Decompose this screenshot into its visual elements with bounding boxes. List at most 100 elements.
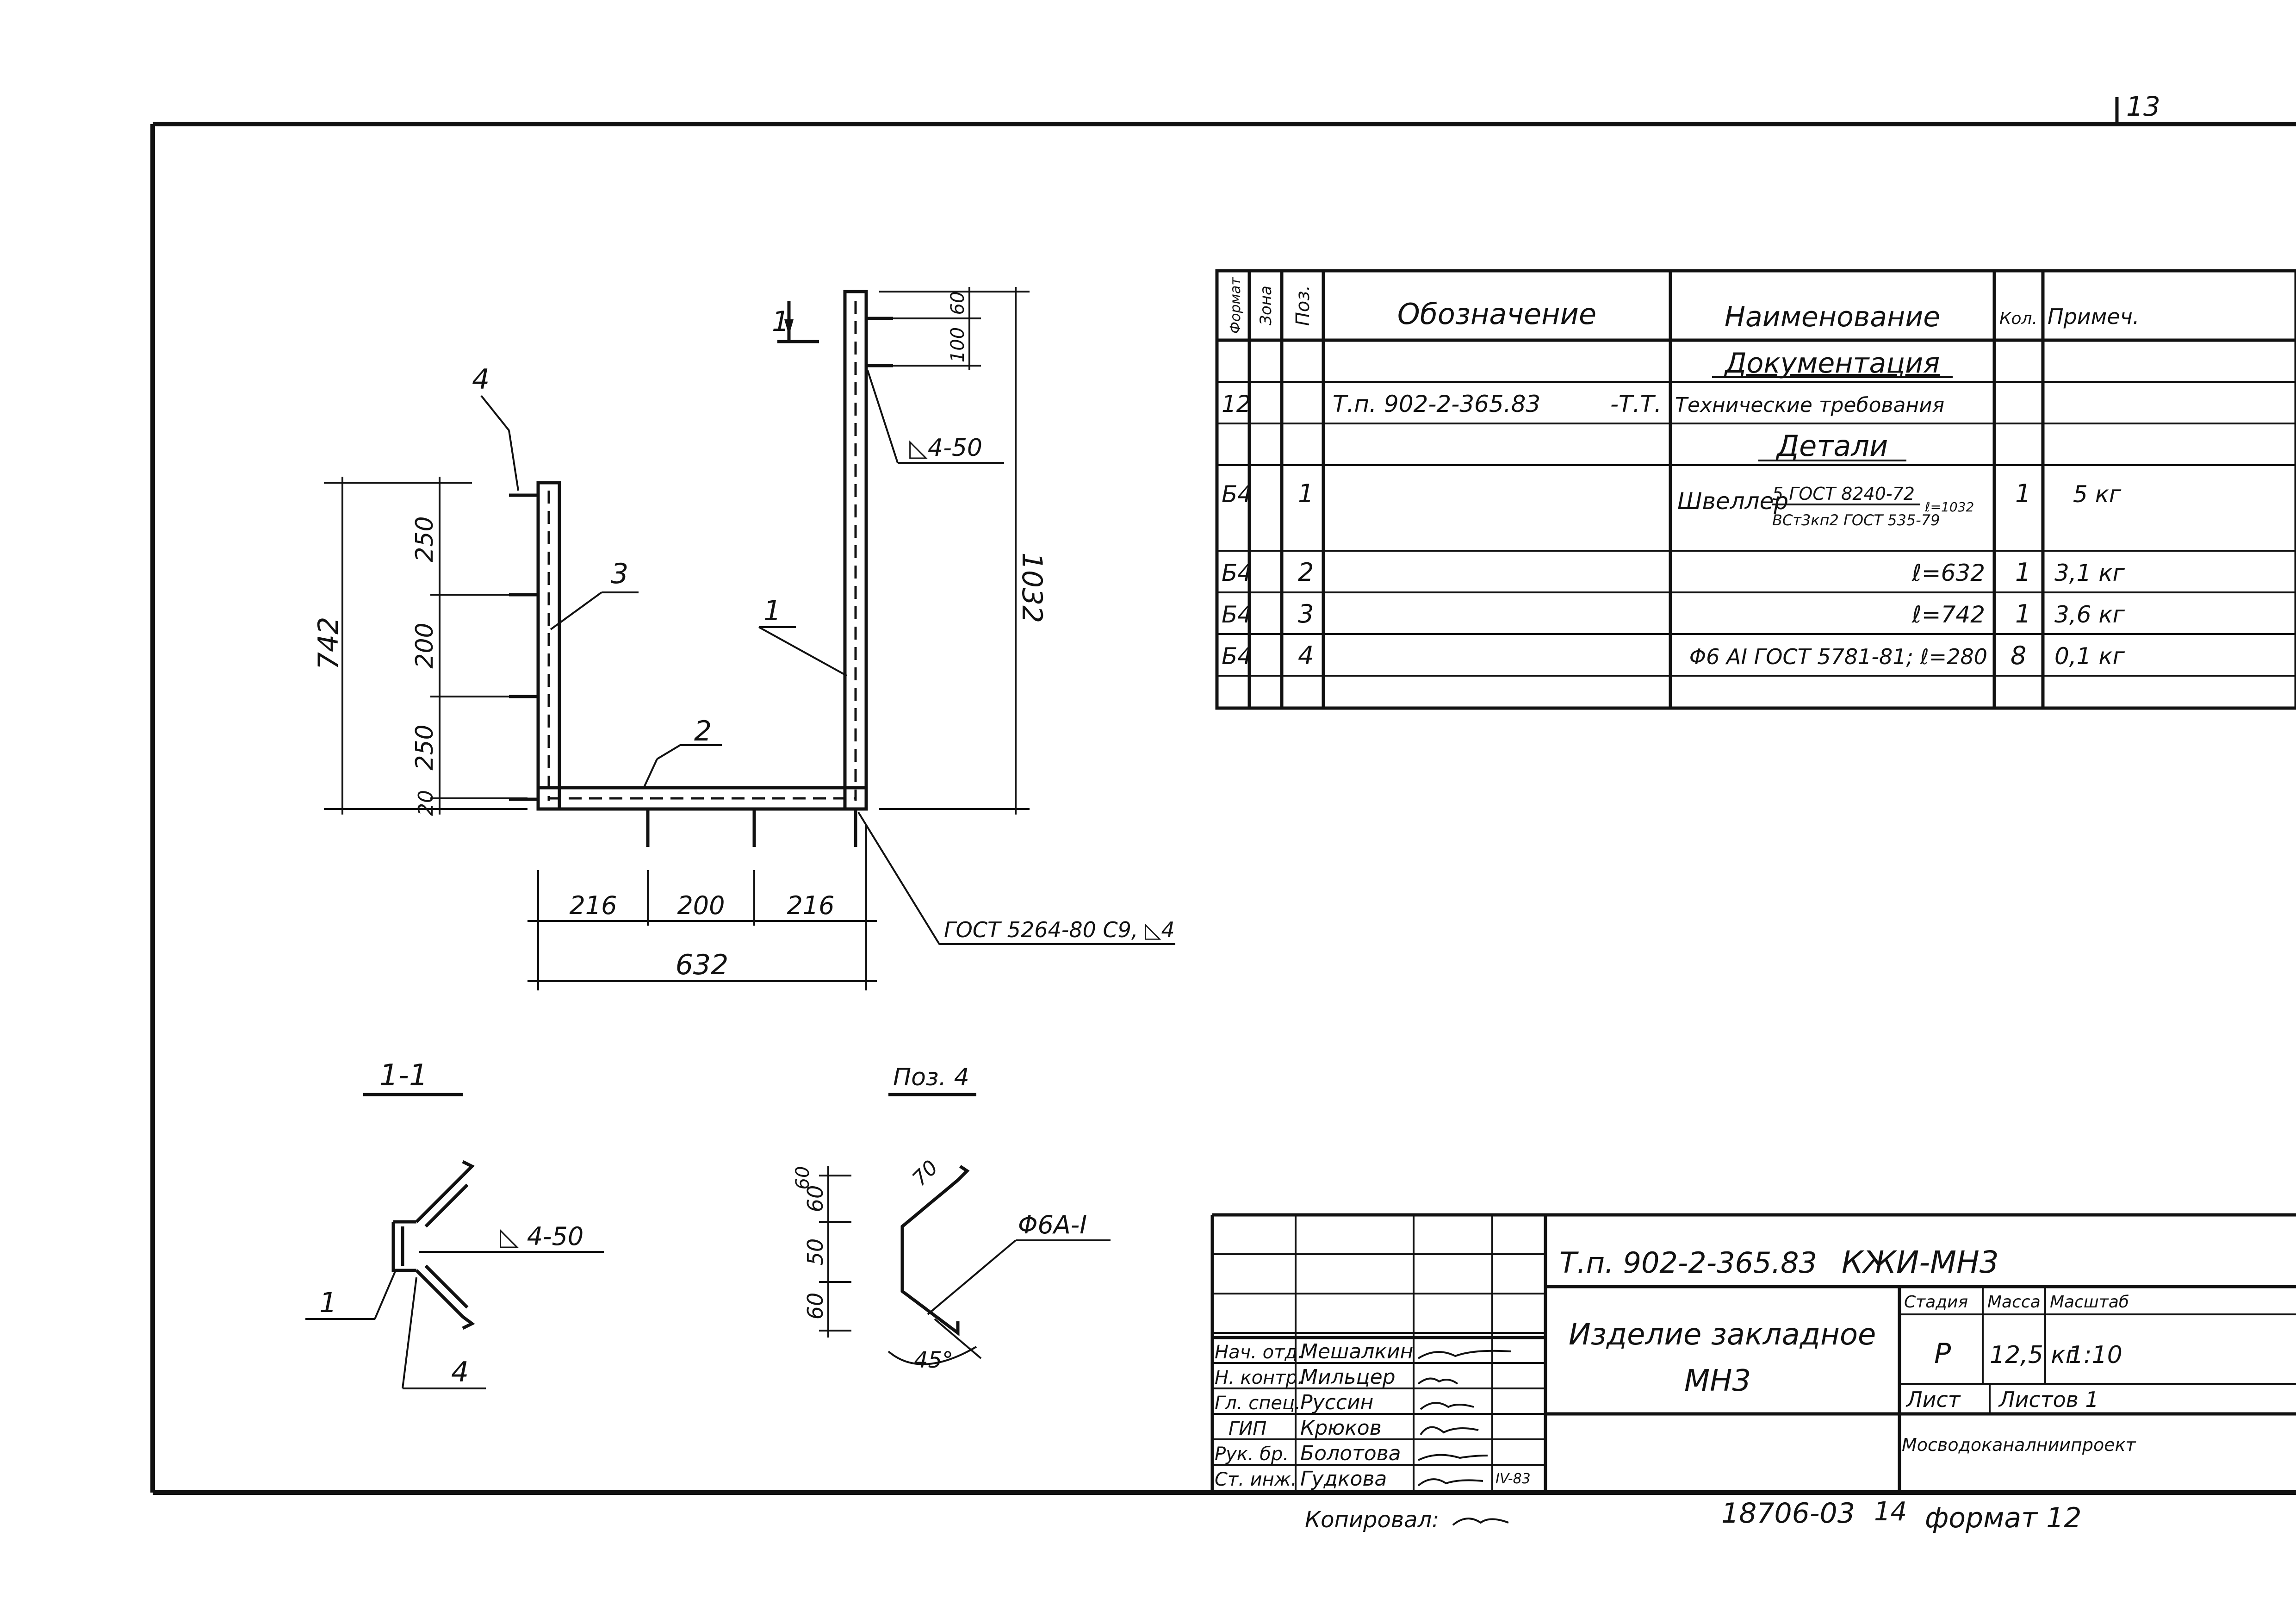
name-1: Мешалкин — [1300, 1340, 1413, 1363]
pos-2-label: 2 — [694, 715, 712, 747]
spec-row-5-qty: 8 — [2011, 641, 2026, 670]
role-6: Ст. инж. — [1215, 1469, 1297, 1490]
dim-1032: 1032 — [1016, 553, 1048, 623]
spec-row-1-format: 12 — [1222, 391, 1251, 417]
pos-3-label: 3 — [611, 558, 628, 590]
poz4-title: Поз. 4 — [893, 1064, 969, 1091]
dim-100: 100 — [947, 327, 968, 362]
spec-row-3-qty: 1 — [2015, 558, 2031, 587]
poz4-angle: 45° — [914, 1347, 953, 1373]
spec-row-1-suffix: -Т.Т. — [1610, 391, 1662, 417]
spec-row-4-note: 3,6 кг — [2054, 601, 2125, 628]
spec-table: Формат Зона Поз. Обозначение Наименовани… — [1215, 269, 2296, 710]
mass-header: Масса — [1987, 1293, 2041, 1312]
sheet-number: 13 — [2126, 91, 2160, 122]
spec-row-1-designation: Т.п. 902-2-365.83 — [1333, 391, 1540, 417]
dim-200b: 200 — [677, 891, 725, 920]
title-name-2: МН3 — [1684, 1364, 1751, 1398]
spec-row-4-format: Б4 — [1222, 601, 1252, 628]
spec-row-3-format: Б4 — [1222, 560, 1252, 586]
spec-row-2-name-sub: ВСт3кп2 ГОСТ 535-79 — [1772, 511, 1940, 529]
section-pos1-label: 1 — [319, 1287, 337, 1319]
spec-row-3-pos: 2 — [1298, 558, 1314, 587]
pos-4-label: 4 — [472, 363, 490, 396]
spec-row-4-qty: 1 — [2015, 599, 2031, 628]
title-code: Т.п. 902-2-365.83 — [1559, 1246, 1817, 1280]
section-weld-label: ◺ 4-50 — [500, 1222, 583, 1251]
poz4-dim70: 70 — [908, 1156, 943, 1191]
name-4: Крюков — [1300, 1416, 1382, 1440]
spec-header-pos: Поз. — [1292, 285, 1314, 326]
title-name-1: Изделие закладное — [1569, 1318, 1876, 1352]
scale-header: Масштаб — [2050, 1293, 2129, 1312]
name-5: Болотова — [1300, 1442, 1401, 1465]
pos-1-label: 1 — [763, 595, 781, 627]
spec-row-4-name: ℓ=742 — [1911, 601, 1985, 628]
poz4-detail: Поз. 4 60 50 60 60 70 Φ6А-I 45° — [792, 1064, 1111, 1373]
spec-row-2-note: 5 кг — [2073, 481, 2122, 508]
spec-row-2-format: Б4 — [1222, 481, 1252, 508]
stage-value: Р — [1934, 1338, 1951, 1370]
spec-header-designation: Обозначение — [1397, 297, 1596, 331]
poz4-dim2: 50 — [803, 1238, 828, 1266]
dim-60: 60 — [947, 292, 968, 315]
section-1-1: 1-1 ◺ 4-50 1 4 — [305, 1058, 604, 1389]
name-2: Мильцер — [1300, 1365, 1396, 1389]
spec-row-2-name: Швеллер — [1677, 488, 1788, 515]
name-6: Гудкова — [1300, 1467, 1387, 1491]
copied-signature — [1452, 1518, 1509, 1526]
spec-row-5-name: Φ6 АI ГОСТ 5781-81; ℓ=280 — [1689, 644, 1987, 669]
weld-top-label: ◺4-50 — [909, 434, 982, 462]
sheet-frame — [150, 97, 2296, 1495]
footer-copied: Копировал: — [1305, 1507, 1439, 1533]
spec-header-qty: Кол. — [1999, 309, 2037, 328]
scale-value: 1:10 — [2068, 1341, 2122, 1369]
dim-216b: 216 — [787, 891, 834, 920]
spec-row-3-note: 3,1 кг — [2054, 560, 2125, 586]
weld-corner-label: ГОСТ 5264-80 С9, ◺4 — [944, 917, 1175, 942]
role-3: Гл. спец. — [1215, 1393, 1301, 1414]
spec-section-details: Детали — [1775, 429, 1888, 463]
mass-value: 12,5 кг — [1990, 1341, 2079, 1369]
role-4: ГИП — [1229, 1418, 1266, 1439]
poz4-dim1: 60 — [803, 1185, 828, 1213]
spec-header-format: Формат — [1228, 277, 1244, 334]
section-mark: 1 — [772, 305, 789, 338]
role-2: Н. контр. — [1215, 1367, 1303, 1388]
dim-742: 742 — [312, 617, 345, 670]
footer-format: формат 12 — [1925, 1502, 2082, 1534]
role-5: Рук. бр. — [1215, 1444, 1289, 1465]
spec-header-name: Наименование — [1725, 301, 1940, 333]
spec-row-2-name-sup: 5 ГОСТ 8240-72 — [1772, 484, 1915, 504]
spec-row-2-qty: 1 — [2015, 479, 2031, 508]
dim-216a: 216 — [569, 891, 617, 920]
dim-250b: 250 — [411, 724, 439, 770]
organization: Мосводоканалниипроект — [1902, 1435, 2137, 1455]
dim-250a: 250 — [411, 516, 439, 562]
section-pos4-label: 4 — [451, 1356, 469, 1388]
title-code2: КЖИ-МН3 — [1842, 1244, 1999, 1280]
spec-row-5-pos: 4 — [1298, 641, 1314, 670]
spec-row-5-format: Б4 — [1222, 643, 1252, 670]
dim-200: 200 — [411, 622, 439, 668]
footer-sheet: 14 — [1874, 1497, 1907, 1527]
spec-section-docs: Документация — [1724, 347, 1940, 380]
poz4-dim3: 60 — [803, 1293, 828, 1320]
spec-row-2-pos: 1 — [1298, 479, 1314, 508]
dim-20: 20 — [414, 790, 438, 816]
main-elevation: 1 742 250 200 250 20 1032 100 60 216 — [312, 287, 1175, 990]
date: IV-83 — [1496, 1471, 1531, 1487]
spec-row-2-name-len: ℓ=1032 — [1924, 499, 1974, 515]
spec-row-5-note: 0,1 кг — [2054, 643, 2125, 670]
spec-row-3-name: ℓ=632 — [1911, 560, 1985, 586]
spec-header-note: Примеч. — [2048, 304, 2140, 329]
name-3: Руссин — [1300, 1391, 1373, 1414]
section-title: 1-1 — [379, 1058, 428, 1093]
sheet-header: Лист — [1905, 1387, 1961, 1412]
sheets-header: Листов 1 — [1998, 1387, 2099, 1412]
role-1: Нач. отд. — [1215, 1342, 1303, 1363]
spec-row-1-name: Технические требования — [1675, 393, 1944, 417]
title-block: Т.п. 902-2-365.83 КЖИ-МН3 Изделие заклад… — [1210, 1213, 2296, 1493]
dim-632: 632 — [676, 949, 729, 981]
